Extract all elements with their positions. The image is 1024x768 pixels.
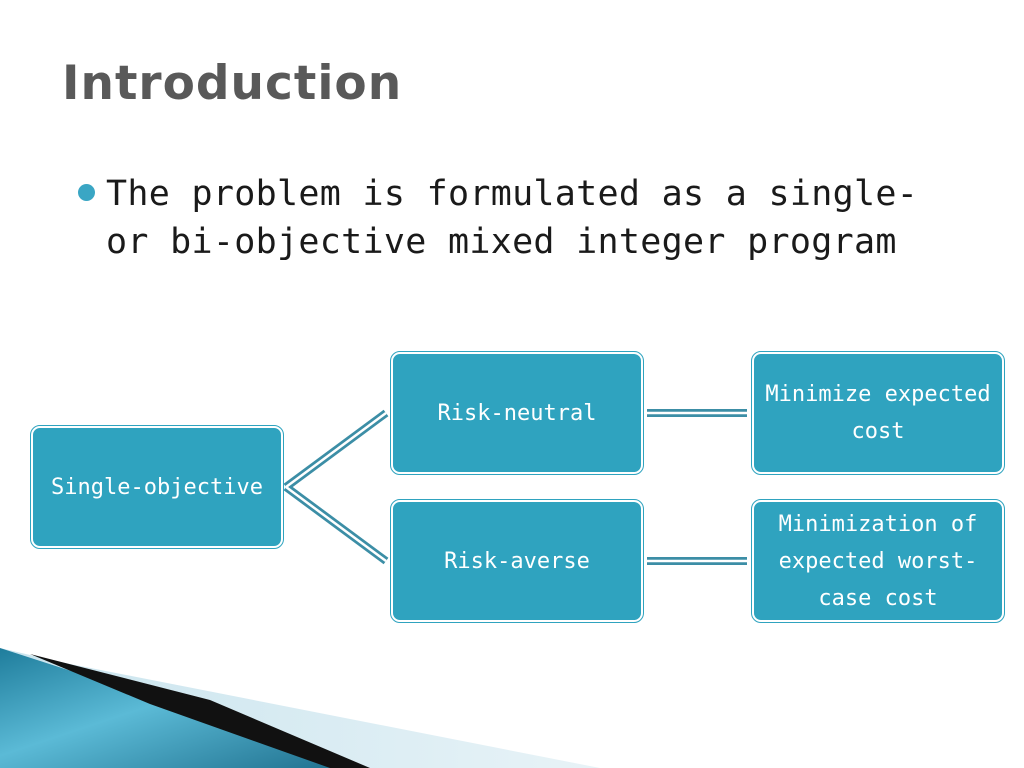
node-risk-averse: Risk-averse bbox=[390, 499, 644, 623]
bullet-dot-icon bbox=[78, 184, 95, 201]
node-risk-neutral: Risk-neutral bbox=[390, 351, 644, 475]
node-minimize-expected-cost: Minimize expected cost bbox=[751, 351, 1005, 475]
slide-title: Introduction bbox=[62, 56, 403, 111]
footer-swoosh-decoration bbox=[0, 648, 600, 768]
bullet-text: The problem is formulated as a single-or… bbox=[106, 174, 919, 262]
node-single-objective: Single-objective bbox=[30, 425, 284, 549]
node-minimize-worst-case-cost: Minimization of expected worst-case cost bbox=[751, 499, 1005, 623]
